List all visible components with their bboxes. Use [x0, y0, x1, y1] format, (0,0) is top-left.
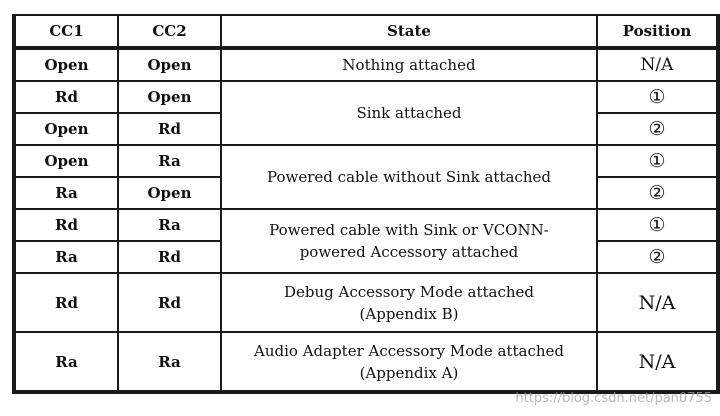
table-row: Rd Ra Powered cable with Sink or VCONN- …	[12, 208, 720, 274]
header-cc1: CC1	[12, 14, 119, 50]
cc2-cell: Open	[117, 80, 222, 114]
table-row: Open Open Nothing attached N/A	[12, 47, 720, 82]
watermark-text: https://blog.csdn.net/pan0755	[515, 391, 712, 406]
header-row: CC1 CC2 State Position	[12, 14, 720, 50]
table-row: Open Rd ②	[12, 112, 720, 146]
cc-state-table: CC1 CC2 State Position Open Open Nothing…	[12, 14, 720, 394]
state-cell: Audio Adapter Accessory Mode attached (A…	[220, 331, 598, 394]
table-row: Rd Open Sink attached ①	[12, 80, 720, 146]
state-cell: Powered cable without Sink attached	[220, 144, 598, 210]
position-cell: ②	[596, 240, 720, 274]
cc1-cell: Open	[12, 144, 119, 178]
header-position: Position	[596, 14, 720, 50]
state-text: (Appendix B)	[359, 304, 459, 323]
cc1-cell: Open	[12, 112, 119, 146]
cc2-cell: Ra	[117, 331, 222, 394]
position-cell: ①	[596, 80, 720, 114]
state-text: -	[543, 221, 549, 239]
cc1-cell: Open	[12, 47, 119, 82]
table-row: Open Ra Powered cable without Sink attac…	[12, 144, 720, 210]
cc1-cell: Ra	[12, 331, 119, 394]
cc1-cell: Rd	[12, 272, 119, 333]
state-text: Debug Accessory Mode attached	[283, 282, 534, 301]
header-cc2: CC2	[117, 14, 222, 50]
cc2-cell: Rd	[117, 272, 222, 333]
cc1-cell: Ra	[12, 240, 119, 274]
cc2-cell: Rd	[117, 112, 222, 146]
state-text: Powered cable with Sink or V	[269, 221, 494, 239]
position-cell: ①	[596, 208, 720, 242]
cc2-cell: Open	[117, 176, 222, 210]
position-cell: N/A	[596, 272, 720, 333]
cc1-cell: Rd	[12, 208, 119, 242]
position-cell: ①	[596, 144, 720, 178]
cc2-cell: Ra	[117, 144, 222, 178]
cc2-cell: Open	[117, 47, 222, 82]
position-cell: ②	[596, 176, 720, 210]
cc1-cell: Rd	[12, 80, 119, 114]
position-cell: N/A	[596, 47, 720, 82]
state-cell: Sink attached	[220, 80, 598, 146]
header-state: State	[220, 14, 598, 50]
state-cell: Debug Accessory Mode attached (Appendix …	[220, 272, 598, 333]
table-row: Ra Ra Audio Adapter Accessory Mode attac…	[12, 331, 720, 394]
state-cell: Powered cable with Sink or VCONN- powere…	[220, 208, 598, 274]
state-text: (Appendix A)	[359, 363, 459, 382]
state-text: powered Accessory attached	[299, 243, 519, 261]
cc2-cell: Rd	[117, 240, 222, 274]
state-cell: Nothing attached	[220, 47, 598, 82]
cc2-cell: Ra	[117, 208, 222, 242]
table-row: Rd Rd Debug Accessory Mode attached (App…	[12, 272, 720, 333]
table-row: Ra Rd ②	[12, 240, 720, 274]
position-cell: ②	[596, 112, 720, 146]
state-text: Audio Adapter Accessory Mode attached	[254, 341, 564, 360]
position-cell: N/A	[596, 331, 720, 394]
vconn-subscript: CONN	[493, 221, 544, 239]
table-row: Ra Open ②	[12, 176, 720, 210]
cc1-cell: Ra	[12, 176, 119, 210]
